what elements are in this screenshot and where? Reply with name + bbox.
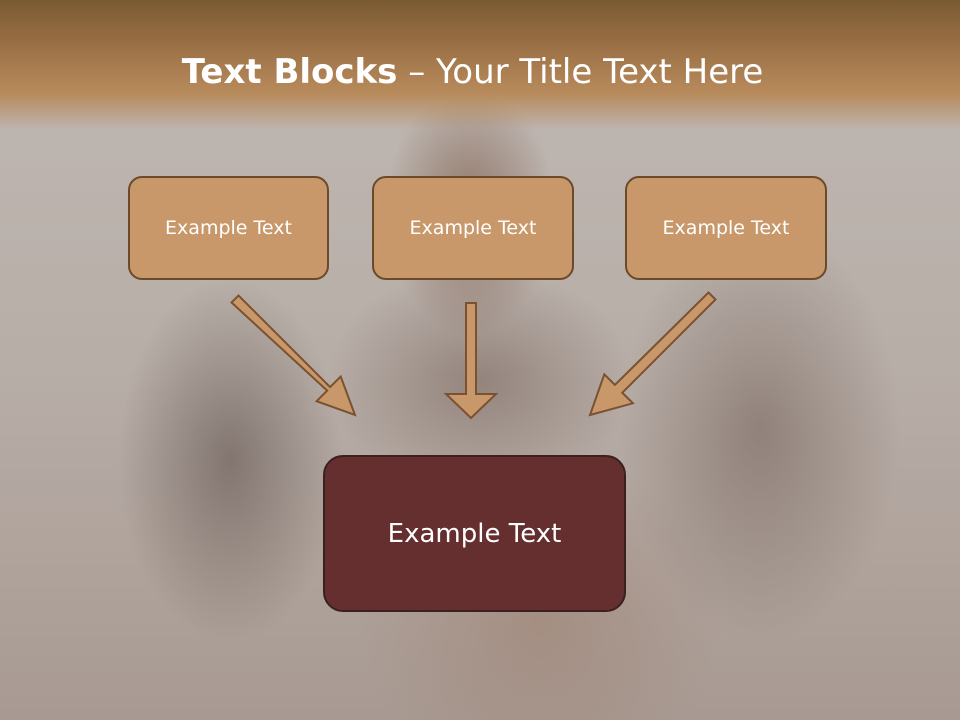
slide-title: Text Blocks – Your Title Text Here <box>0 52 945 92</box>
title-separator: – <box>397 52 437 92</box>
arrow-right <box>588 291 717 417</box>
title-bar <box>0 0 960 130</box>
title-bold: Text Blocks <box>181 52 398 92</box>
text-block-right[interactable]: Example Text <box>625 176 827 280</box>
text-block-left[interactable]: Example Text <box>128 176 329 280</box>
title-regular: Your Title Text Here <box>436 52 764 92</box>
arrow-center <box>443 302 499 420</box>
text-block-center[interactable]: Example Text <box>372 176 574 280</box>
text-block-target[interactable]: Example Text <box>323 455 626 612</box>
arrow-left <box>230 294 357 417</box>
